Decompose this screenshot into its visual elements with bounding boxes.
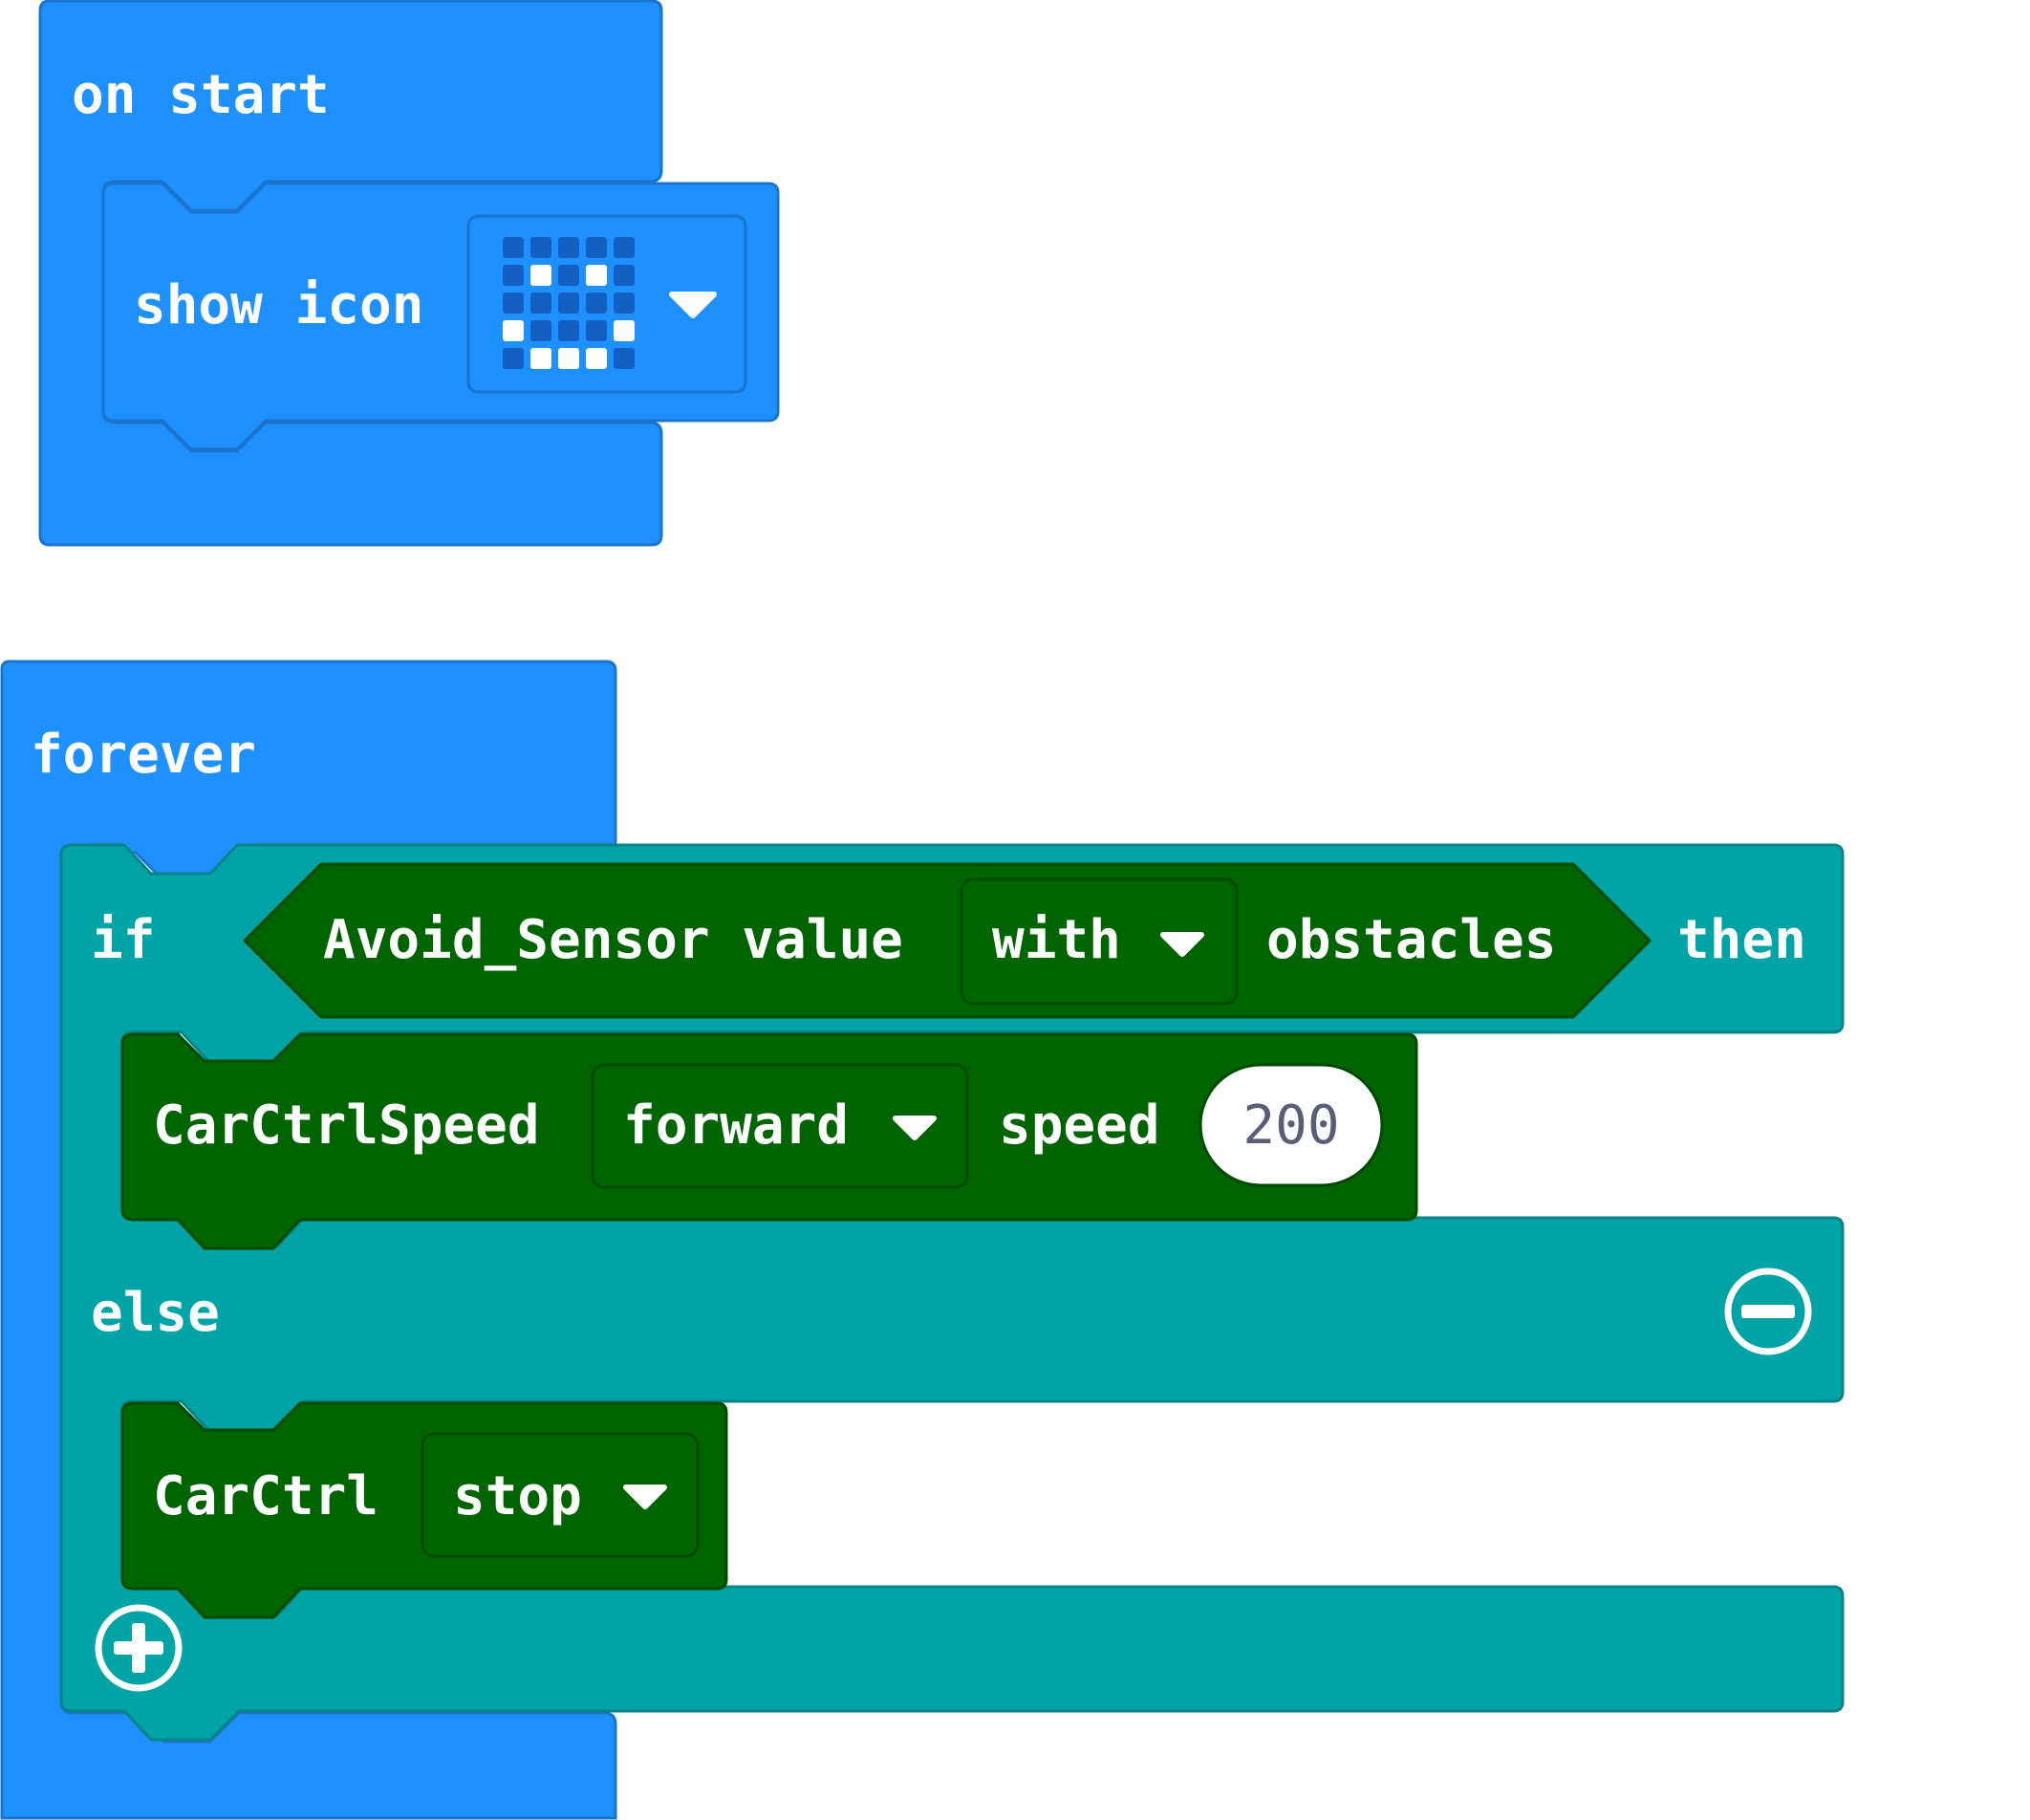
led-on <box>586 348 607 369</box>
action-dropdown-value: stop <box>453 1465 582 1528</box>
led-off <box>614 348 635 369</box>
speed-label: speed <box>999 1094 1160 1157</box>
car-ctrl-speed-label: CarCtrlSpeed <box>153 1094 540 1157</box>
led-off <box>503 348 524 369</box>
forever-block[interactable]: forever <box>0 660 617 1820</box>
led-off <box>503 292 524 314</box>
on-start-block[interactable]: on start <box>38 0 663 547</box>
chevron-down-icon <box>623 1484 667 1509</box>
led-icon-picker[interactable] <box>466 214 747 394</box>
led-off <box>530 237 551 258</box>
led-off <box>558 320 579 341</box>
led-off <box>586 237 607 258</box>
led-off <box>530 320 551 341</box>
avoid-sensor-condition[interactable]: Avoid_Sensor value with obstacles <box>242 862 1652 1019</box>
led-off <box>614 237 635 258</box>
speed-input[interactable]: 200 <box>1199 1063 1384 1187</box>
led-off <box>558 265 579 286</box>
add-else-if-button[interactable] <box>95 1604 183 1692</box>
else-label: else <box>91 1282 220 1344</box>
led-off <box>503 237 524 258</box>
on-start-label: on start <box>72 64 330 126</box>
obstacle-dropdown-value: with <box>992 909 1121 971</box>
show-icon-label: show icon <box>134 274 423 336</box>
direction-dropdown-value: forward <box>623 1094 849 1157</box>
chevron-down-icon <box>669 292 717 318</box>
avoid-sensor-label: Avoid_Sensor value <box>323 909 903 971</box>
plus-circle-icon <box>95 1604 183 1692</box>
led-off <box>530 292 551 314</box>
show-icon-block[interactable]: show icon <box>101 182 780 451</box>
minus-circle-icon <box>1724 1268 1812 1355</box>
led-grid <box>503 237 635 369</box>
led-off <box>586 320 607 341</box>
led-on <box>586 265 607 286</box>
car-ctrl-block[interactable]: CarCtrl stop <box>120 1401 728 1619</box>
led-off <box>558 292 579 314</box>
led-on <box>530 348 551 369</box>
if-else-block[interactable]: if then else <box>59 843 1845 1742</box>
speed-value: 200 <box>1242 1094 1339 1157</box>
led-off <box>503 265 524 286</box>
chevron-down-icon <box>893 1116 937 1140</box>
led-off <box>558 237 579 258</box>
led-off <box>586 292 607 314</box>
led-on <box>614 320 635 341</box>
led-off <box>614 265 635 286</box>
chevron-down-icon <box>1160 932 1204 957</box>
direction-dropdown[interactable]: forward <box>591 1063 969 1189</box>
action-dropdown[interactable]: stop <box>421 1432 700 1558</box>
led-on <box>503 320 524 341</box>
forever-label: forever <box>31 724 256 786</box>
if-label: if <box>91 909 155 971</box>
then-label: then <box>1677 909 1806 971</box>
obstacle-dropdown[interactable]: with <box>960 878 1239 1006</box>
led-on <box>558 348 579 369</box>
car-ctrl-speed-block[interactable]: CarCtrlSpeed forward speed 200 <box>120 1032 1418 1250</box>
led-on <box>530 265 551 286</box>
car-ctrl-label: CarCtrl <box>153 1465 378 1528</box>
led-off <box>614 292 635 314</box>
remove-else-button[interactable] <box>1724 1268 1812 1355</box>
obstacles-label: obstacles <box>1266 909 1556 971</box>
